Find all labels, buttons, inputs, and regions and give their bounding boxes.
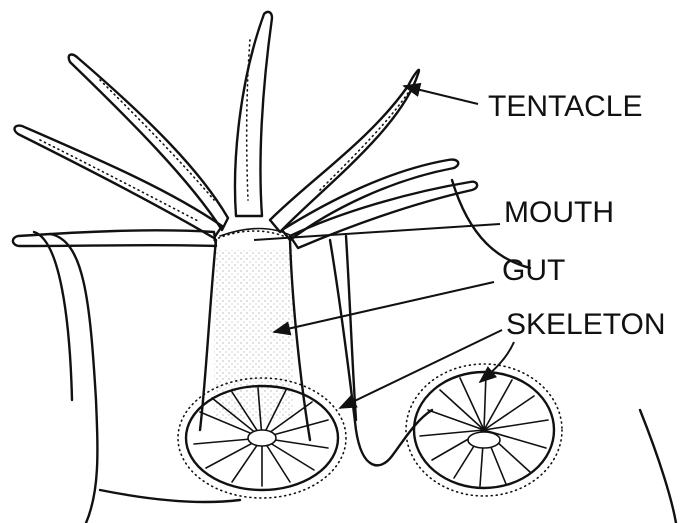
tentacle-center	[235, 12, 272, 216]
tentacle-upper-right	[270, 70, 419, 232]
mouth-pointer	[254, 224, 500, 240]
tentacle-pointer	[404, 86, 478, 104]
tentacles	[13, 12, 477, 248]
tentacle-right-lower	[290, 182, 477, 248]
skeleton-pointer-left	[340, 330, 502, 408]
skeleton-label: SKELETON	[506, 308, 666, 341]
tentacle-upper-left	[69, 55, 228, 230]
mouth-label: MOUTH	[504, 196, 614, 229]
gut-pointer	[274, 282, 494, 332]
gut-label: GUT	[502, 254, 565, 287]
skeleton-right	[406, 364, 562, 496]
tentacle-label: TENTACLE	[488, 90, 642, 123]
